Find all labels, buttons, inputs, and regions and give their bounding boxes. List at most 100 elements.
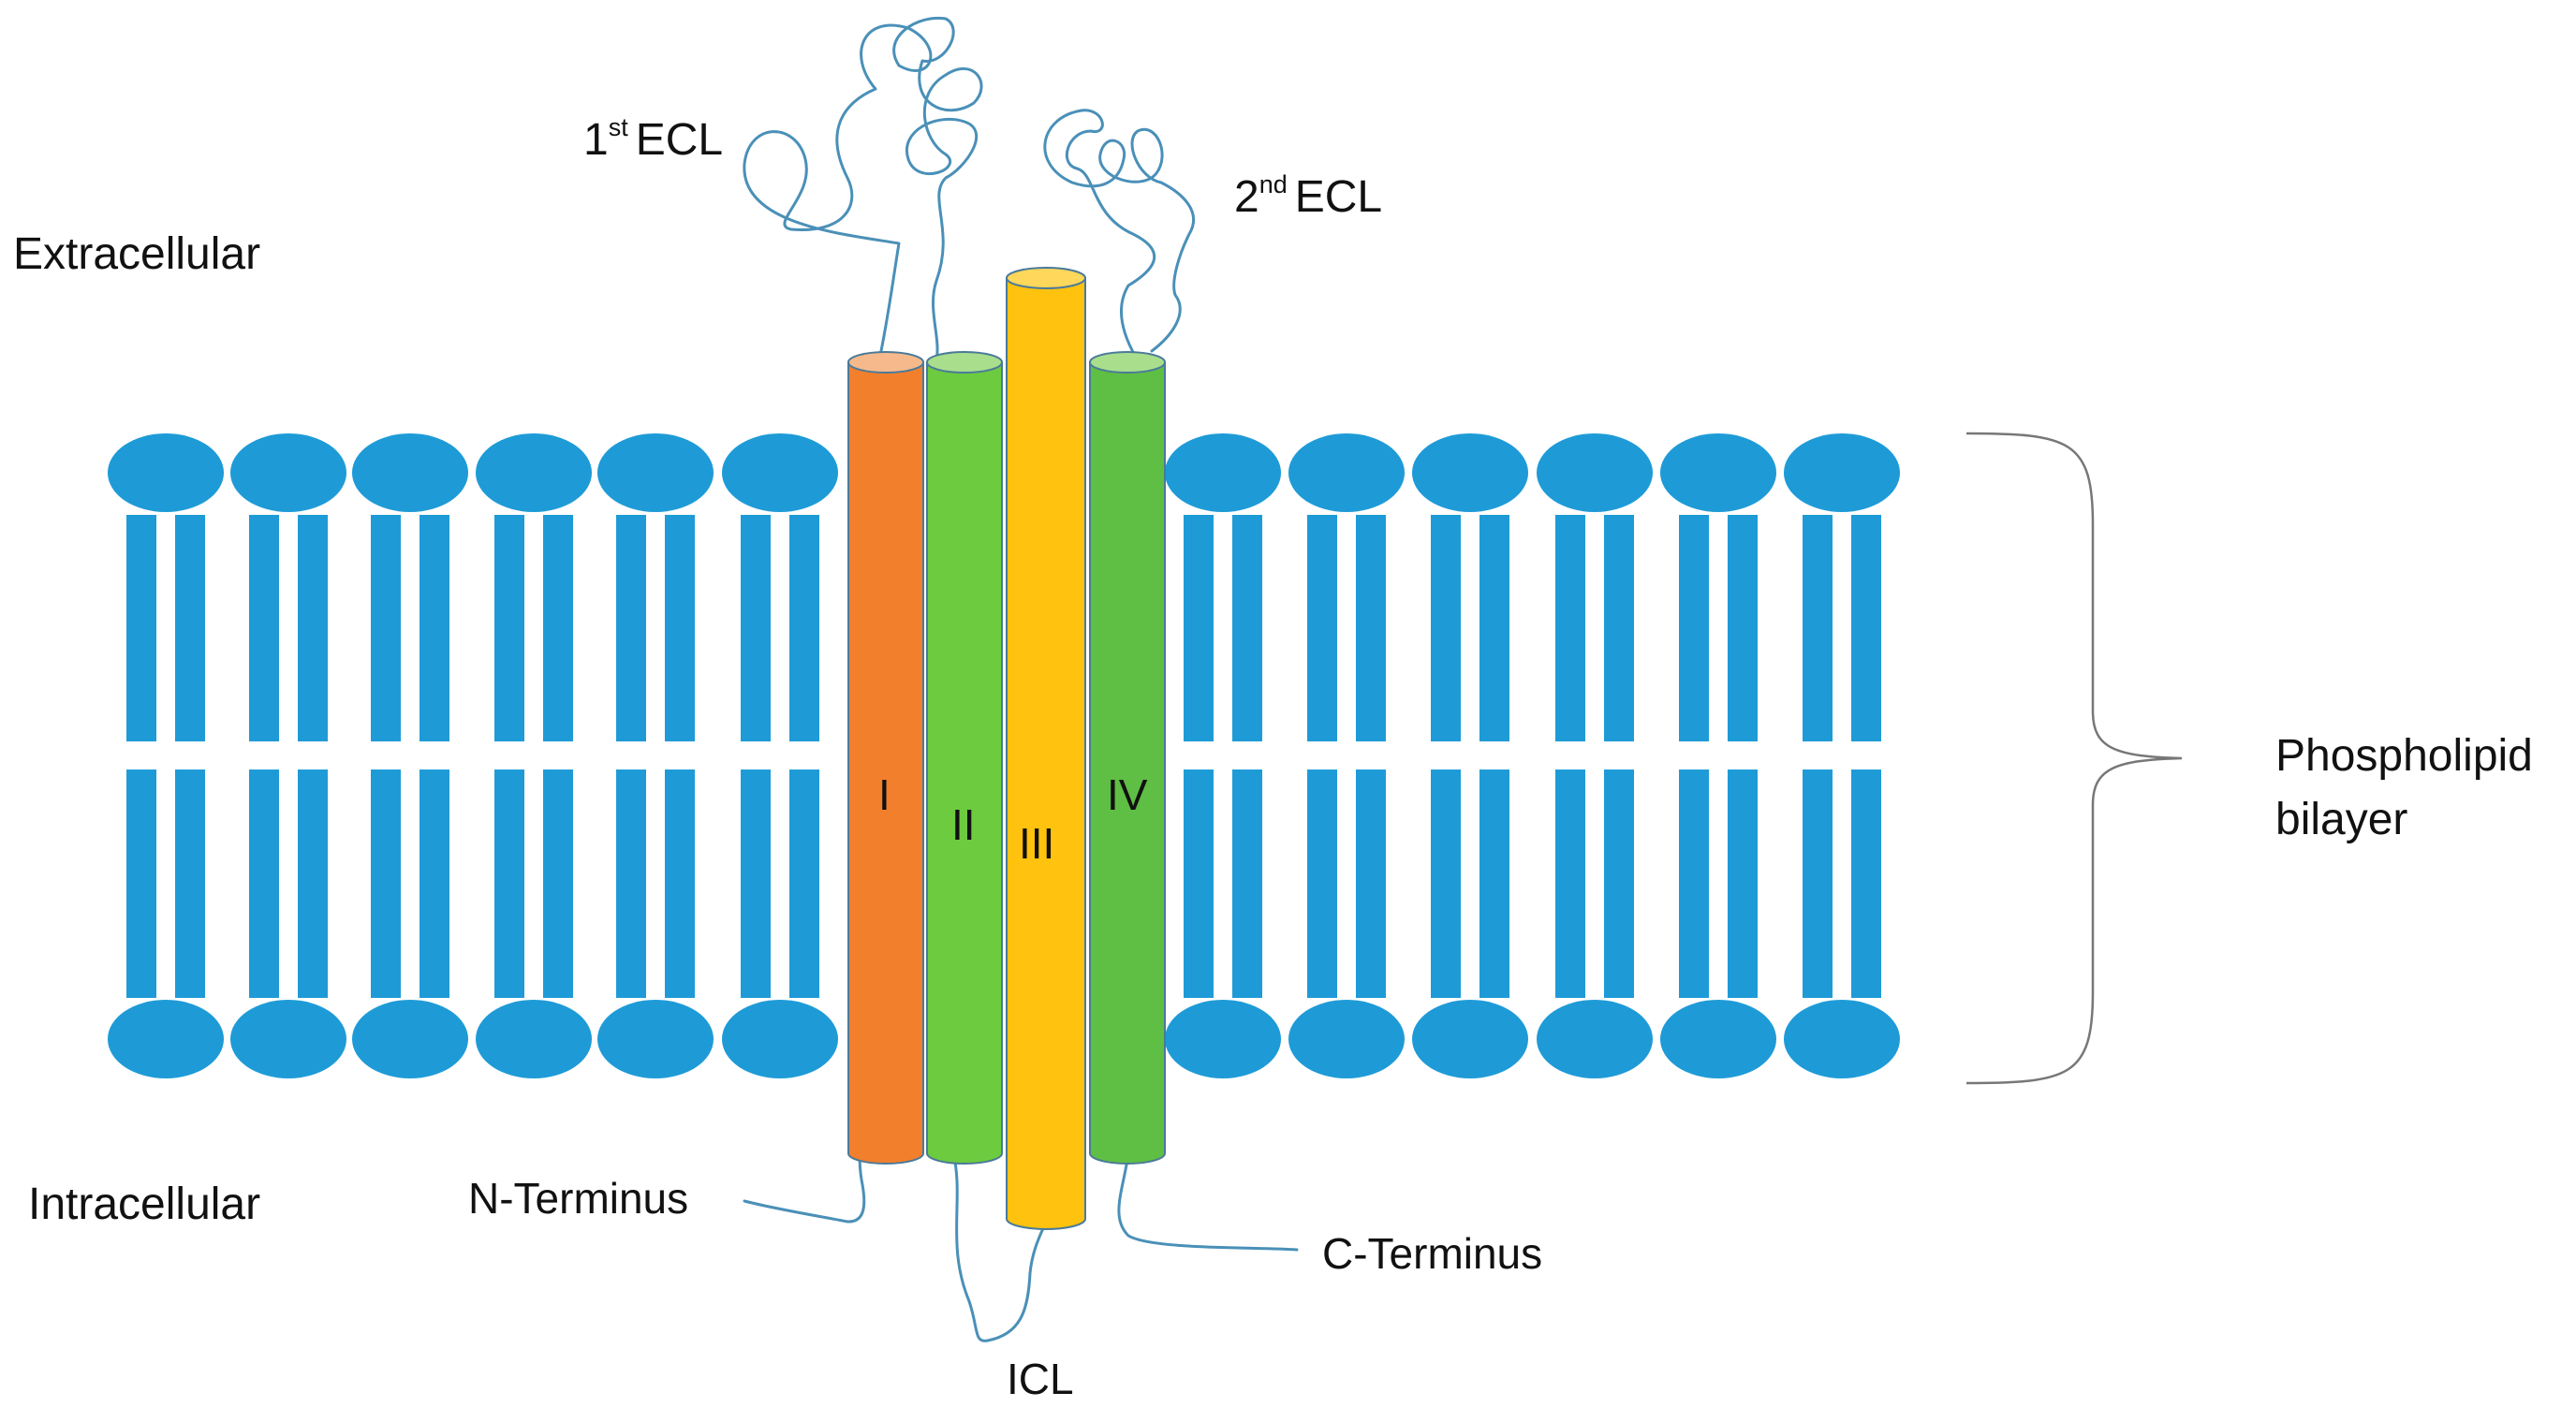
first-ecl-number: 1 bbox=[583, 115, 609, 165]
lipid-tail-lower bbox=[249, 769, 279, 998]
lipid-tail-lower bbox=[1431, 769, 1461, 998]
lipid-head-bottom bbox=[722, 1000, 838, 1078]
helix-I-cylinder bbox=[847, 351, 924, 1165]
first-ecl-loop bbox=[743, 16, 983, 362]
lipid-tail-lower bbox=[1679, 769, 1709, 998]
lipid-head-bottom bbox=[352, 1000, 468, 1078]
phospholipid bbox=[597, 433, 714, 1078]
phospholipid bbox=[1412, 433, 1528, 1078]
bilayer-label-line2: bilayer bbox=[2275, 795, 2408, 844]
helix-III-cylinder bbox=[1006, 267, 1086, 1230]
lipid-head-bottom bbox=[1784, 1000, 1900, 1078]
lipid-head-top bbox=[108, 433, 224, 512]
lipid-head-bottom bbox=[1660, 1000, 1776, 1078]
lipid-tail-upper bbox=[1356, 515, 1386, 741]
helix-IV-cylinder bbox=[1089, 351, 1166, 1165]
lipid-tail-lower bbox=[1555, 769, 1585, 998]
n-terminus-line bbox=[743, 1151, 866, 1224]
lipid-head-top bbox=[1660, 433, 1776, 512]
lipid-head-bottom bbox=[597, 1000, 714, 1078]
lipid-head-top bbox=[1784, 433, 1900, 512]
lipid-head-top bbox=[1537, 433, 1653, 512]
lipid-tail-upper bbox=[789, 515, 819, 741]
lipid-head-bottom bbox=[476, 1000, 592, 1078]
lipid-tail-lower bbox=[420, 769, 449, 998]
lipid-head-top bbox=[476, 433, 592, 512]
lipid-tail-upper bbox=[1479, 515, 1509, 741]
lipid-head-top bbox=[1412, 433, 1528, 512]
second-ecl-number: 2 bbox=[1234, 172, 1259, 222]
helix-body bbox=[926, 361, 1003, 1165]
lipid-head-bottom bbox=[1537, 1000, 1653, 1078]
lipid-tail-lower bbox=[175, 769, 205, 998]
lipid-tail-lower bbox=[1479, 769, 1509, 998]
lipid-tail-lower bbox=[616, 769, 646, 998]
lipid-head-bottom bbox=[230, 1000, 346, 1078]
phospholipid bbox=[1784, 433, 1900, 1078]
helix-II-cylinder bbox=[926, 351, 1003, 1165]
lipid-head-bottom bbox=[1288, 1000, 1405, 1078]
lipid-tail-lower bbox=[494, 769, 524, 998]
lipid-tail-upper bbox=[1232, 515, 1262, 741]
lipid-head-top bbox=[1288, 433, 1405, 512]
phospholipid bbox=[230, 433, 346, 1078]
lipid-tail-upper bbox=[1679, 515, 1709, 741]
lipid-tail-upper bbox=[1431, 515, 1461, 741]
lipid-tail-upper bbox=[1604, 515, 1634, 741]
lipid-tail-upper bbox=[298, 515, 328, 741]
helix-top-cap bbox=[926, 351, 1003, 374]
lipid-tail-lower bbox=[741, 769, 771, 998]
lipid-head-top bbox=[597, 433, 714, 512]
lipid-tail-upper bbox=[1307, 515, 1337, 741]
helix-body bbox=[1089, 361, 1166, 1165]
lipid-tail-lower bbox=[1232, 769, 1262, 998]
lipid-head-top bbox=[352, 433, 468, 512]
lipid-tail-lower bbox=[126, 769, 156, 998]
lipid-tail-upper bbox=[1184, 515, 1214, 741]
bilayer-bracket bbox=[1965, 432, 2183, 1085]
lipid-tail-lower bbox=[1356, 769, 1386, 998]
loops bbox=[743, 16, 1299, 1342]
first-ecl-text: ECL bbox=[635, 115, 724, 165]
lipid-tail-upper bbox=[543, 515, 573, 741]
lipid-tail-upper bbox=[1851, 515, 1881, 741]
lipid-head-top bbox=[230, 433, 346, 512]
icl-label: ICL bbox=[1007, 1355, 1074, 1403]
lipid-tail-lower bbox=[1604, 769, 1634, 998]
phospholipid bbox=[1537, 433, 1653, 1078]
helix-top-cap bbox=[1089, 351, 1166, 374]
lipid-head-top bbox=[722, 433, 838, 512]
helix-body bbox=[847, 361, 924, 1165]
phospholipid bbox=[722, 433, 838, 1078]
icl-loop bbox=[951, 1151, 1046, 1342]
lipid-tail-lower bbox=[789, 769, 819, 998]
lipid-head-bottom bbox=[108, 1000, 224, 1078]
transmembrane-helices bbox=[847, 267, 1166, 1230]
helix-top-cap bbox=[847, 351, 924, 374]
lipid-head-top bbox=[1165, 433, 1281, 512]
lipid-tail-lower bbox=[1803, 769, 1833, 998]
bilayer-label-line1: Phospholipid bbox=[2275, 731, 2533, 781]
second-ecl-text: ECL bbox=[1294, 172, 1383, 222]
intracellular-label: Intracellular bbox=[28, 1180, 261, 1229]
lipid-tail-upper bbox=[1728, 515, 1758, 741]
bracket-path bbox=[1965, 432, 2183, 1085]
c-terminus-line bbox=[1117, 1151, 1299, 1252]
phospholipid-bilayer bbox=[108, 433, 1900, 1078]
c-terminus-label: C-Terminus bbox=[1322, 1229, 1543, 1278]
phospholipid bbox=[1288, 433, 1405, 1078]
lipid-tail-lower bbox=[1851, 769, 1881, 998]
lipid-head-bottom bbox=[1165, 1000, 1281, 1078]
second-ecl-loop bbox=[1043, 109, 1196, 362]
first-ecl-suffix: st bbox=[608, 113, 628, 141]
lipid-tail-upper bbox=[249, 515, 279, 741]
helix-IV-label: IV bbox=[1107, 770, 1148, 819]
helix-II-label: II bbox=[951, 800, 976, 849]
lipid-tail-upper bbox=[126, 515, 156, 741]
lipid-tail-upper bbox=[1803, 515, 1833, 741]
lipid-tail-upper bbox=[616, 515, 646, 741]
lipid-tail-lower bbox=[665, 769, 695, 998]
